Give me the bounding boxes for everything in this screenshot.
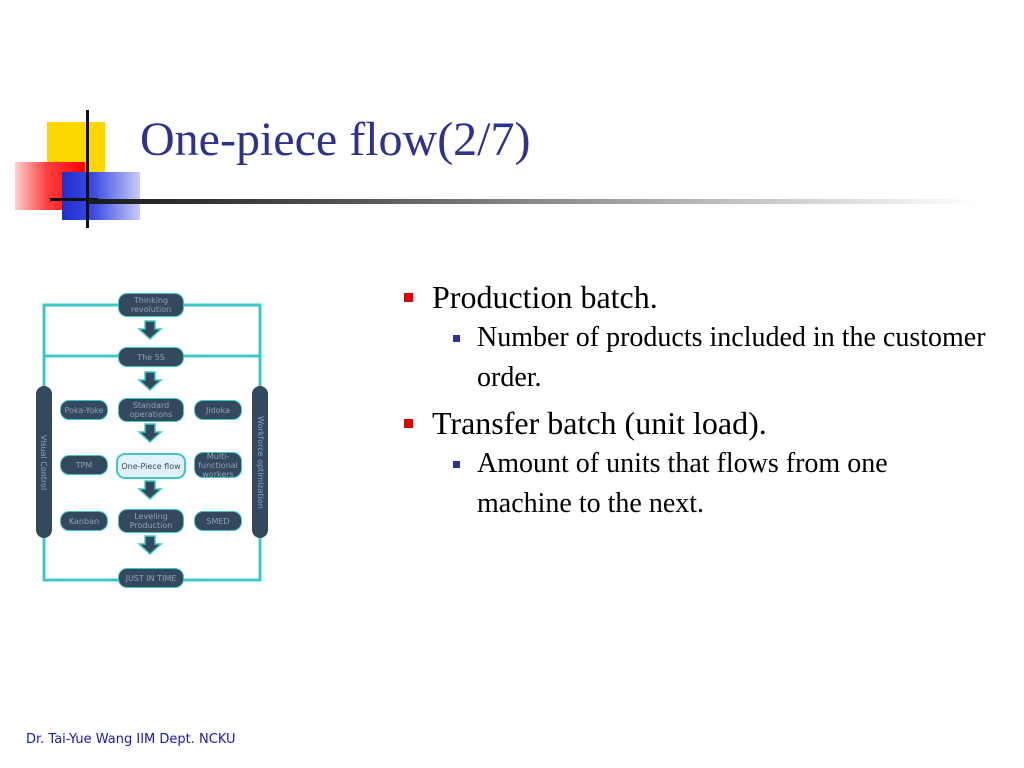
footer-credit: Dr. Tai-Yue Wang IIM Dept. NCKU (26, 732, 236, 747)
node-multi-functional-workers: Multi-functional workers (194, 452, 242, 478)
sub-bullet-item: Number of products included in the custo… (453, 318, 987, 398)
bullet-square-icon (404, 293, 413, 302)
diagram-connectors (42, 303, 262, 582)
slide-title: One-piece flow(2/7) (140, 113, 531, 166)
corner-logo-decoration (0, 100, 160, 240)
sub-bullet-square-icon (453, 461, 460, 468)
horizontal-rule (50, 198, 98, 201)
bar-visual-control-label: Visual Control (39, 434, 49, 490)
node-jidoka: Jidoka (194, 400, 242, 420)
sub-bullet-text: Amount of units that flows from one mach… (477, 448, 888, 519)
sub-bullet-text: Number of products included in the custo… (477, 322, 986, 393)
bar-workforce-optimization-label: Workforce optimization (255, 415, 265, 509)
sub-bullet-item: Amount of units that flows from one mach… (453, 444, 987, 524)
bullet-list: Production batch. Number of products inc… (400, 278, 1000, 524)
bar-visual-control: Visual Control (36, 386, 52, 538)
node-poka-yoke: Poka-Yoke (60, 400, 108, 420)
node-one-piece-flow: One-Piece flow (116, 453, 186, 479)
title-underline (88, 199, 978, 204)
node-kanban: Kanban (60, 511, 108, 531)
sub-bullet-square-icon (453, 335, 460, 342)
bullet-text: Transfer batch (unit load). (432, 405, 767, 441)
node-the-5s: The 5S (118, 347, 184, 367)
bullet-text: Production batch. (432, 279, 658, 315)
node-thinking-revolution: Thinking revolution (118, 293, 184, 317)
bullet-square-icon (404, 419, 413, 428)
node-leveling-production: Leveling Production (118, 509, 184, 533)
node-tpm: TPM (60, 455, 108, 475)
node-smed: SMED (194, 511, 242, 531)
blue-square (62, 172, 140, 220)
bar-workforce-optimization: Workforce optimization (252, 386, 268, 538)
vertical-rule (86, 110, 89, 228)
lean-flow-diagram: Thinking revolution The 5S Standard oper… (36, 288, 276, 598)
bullet-item: Production batch. (400, 278, 1000, 316)
bullet-item: Transfer batch (unit load). (400, 404, 1000, 442)
node-just-in-time: JUST IN TIME (118, 568, 184, 588)
node-standard-operations: Standard operations (118, 398, 184, 422)
